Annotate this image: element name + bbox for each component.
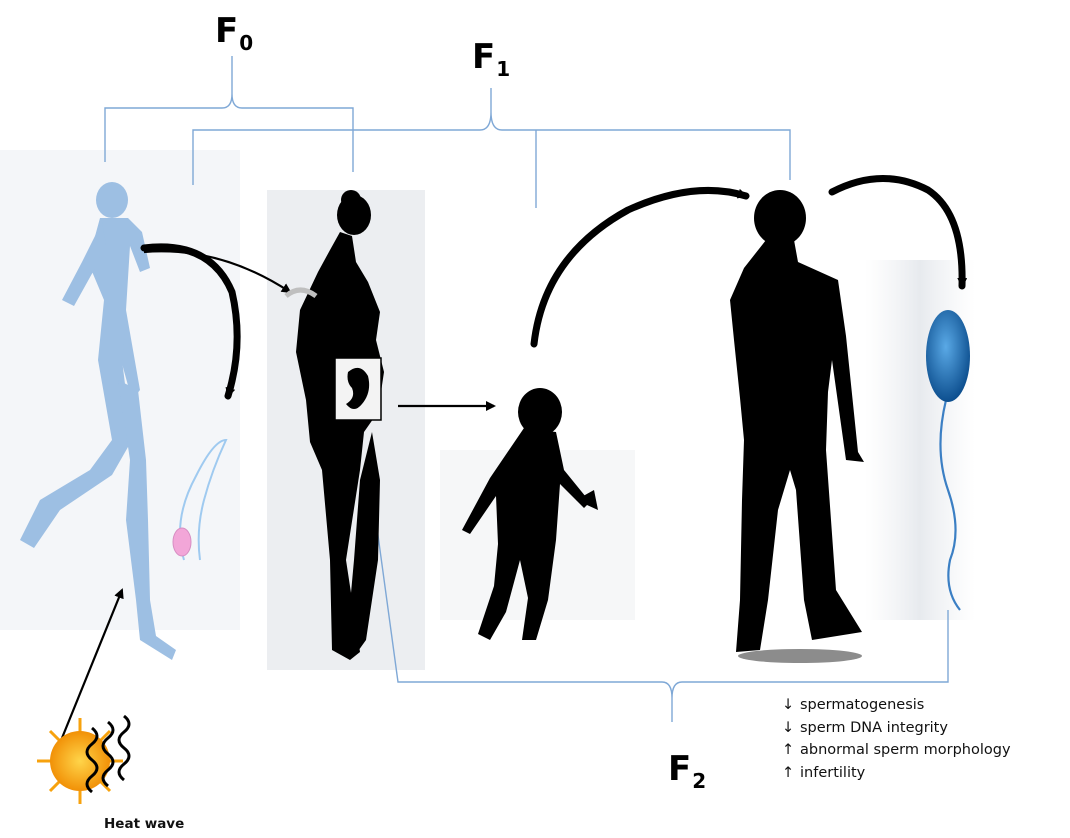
f2-label-base: F <box>668 749 691 789</box>
effect-text: spermatogenesis <box>800 697 924 713</box>
effect-arrow: ↑ <box>782 762 800 785</box>
f1-label: F1 <box>472 40 510 79</box>
f2-label: F2 <box>668 752 706 791</box>
heat-wave-label: Heat wave <box>104 816 184 832</box>
man-figure <box>730 190 864 663</box>
f0-label-base: F <box>215 11 238 51</box>
f0-label-sub: 0 <box>239 31 253 55</box>
effect-arrow: ↑ <box>782 739 800 762</box>
f1-label-base: F <box>472 37 495 77</box>
effect-arrow: ↓ <box>782 717 800 740</box>
effect-item: ↑abnormal sperm morphology <box>782 739 1011 762</box>
effect-item: ↓sperm DNA integrity <box>782 717 1011 740</box>
f2-label-sub: 2 <box>692 769 706 793</box>
f1-label-sub: 1 <box>496 57 510 81</box>
effect-text: abnormal sperm morphology <box>800 742 1011 758</box>
effect-item: ↓spermatogenesis <box>782 694 1011 717</box>
f0-label: F0 <box>215 14 253 53</box>
sun-icon <box>37 716 129 804</box>
effect-text: sperm DNA integrity <box>800 720 948 736</box>
effect-arrow: ↓ <box>782 694 800 717</box>
effect-item: ↑infertility <box>782 762 1011 785</box>
effects-list: ↓spermatogenesis ↓sperm DNA integrity ↑a… <box>782 694 1011 784</box>
effect-text: infertility <box>800 765 865 781</box>
